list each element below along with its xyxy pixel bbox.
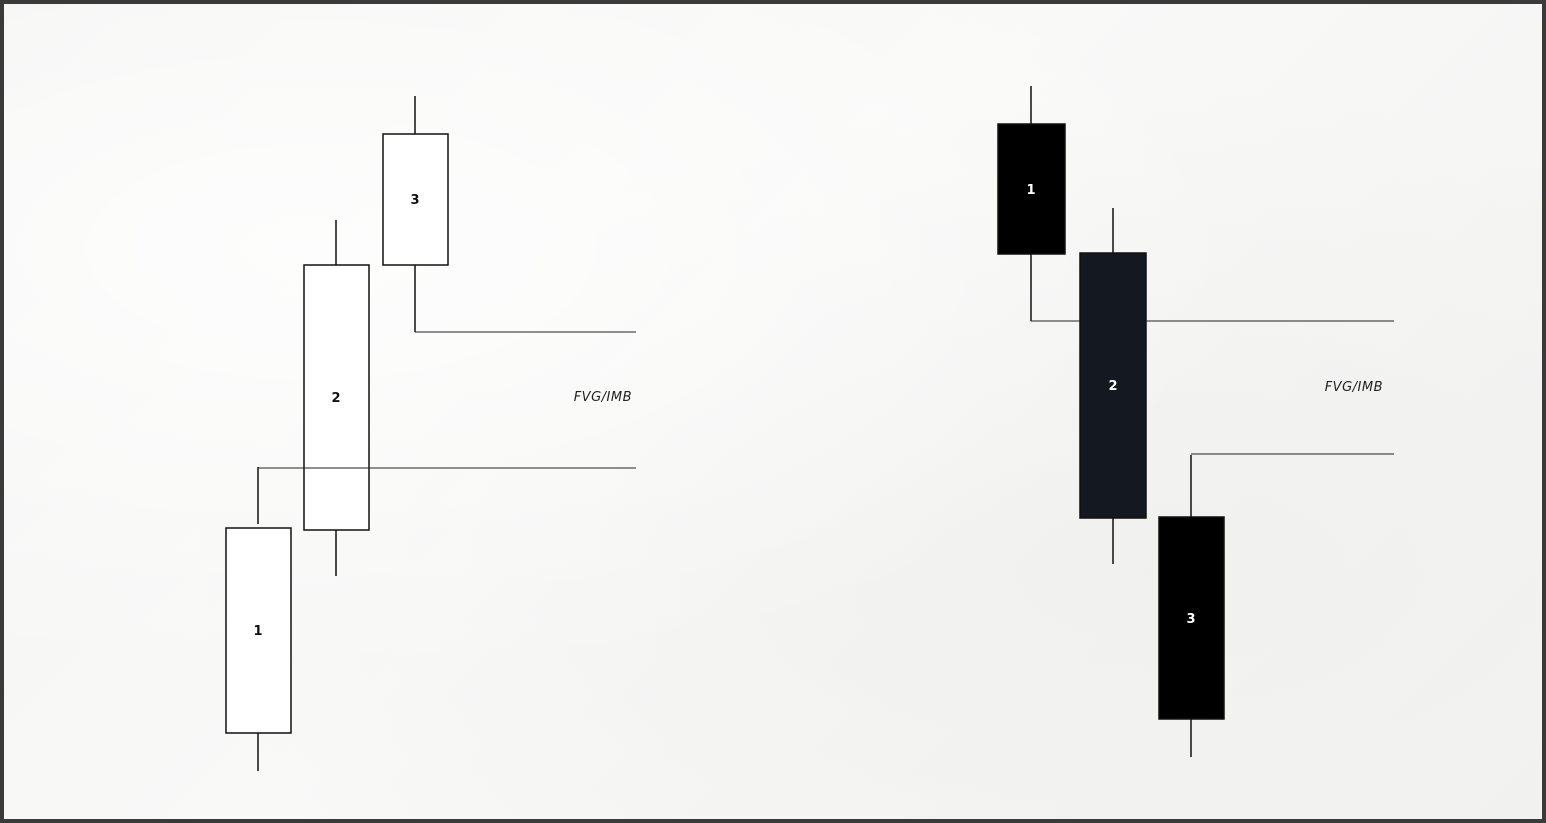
bearish-candle-2-body: [1079, 252, 1147, 519]
fvg-diagram: 1 2 3 FVG/IMB: [225, 86, 1394, 771]
bullish-gap-label: FVG/IMB: [574, 390, 632, 405]
bearish-candle-2-label: 2: [1108, 379, 1117, 394]
bullish-candle-2-body: [303, 264, 370, 531]
bearish-candle-3-label: 3: [1186, 612, 1195, 627]
bullish-fvg-group: 1 2 3 FVG/IMB: [225, 96, 636, 771]
bearish-candle-1: 1: [997, 86, 1066, 321]
bearish-candle-3: 3: [1158, 455, 1225, 757]
bearish-candle-2: 2: [1079, 208, 1147, 564]
diagram-canvas: 1 2 3 FVG/IMB: [4, 4, 1542, 819]
bearish-candle-3-body: [1158, 516, 1225, 720]
bullish-candle-1-label: 1: [253, 624, 262, 639]
bullish-candle-3: 3: [382, 96, 449, 332]
bearish-fvg-group: 1 2 3 FVG/IMB: [997, 86, 1394, 757]
bullish-candle-2-label: 2: [331, 391, 340, 406]
bullish-candle-3-body: [382, 133, 449, 266]
bullish-candle-1: 1: [225, 467, 292, 771]
bearish-candle-1-label: 1: [1026, 183, 1035, 198]
bearish-gap-label: FVG/IMB: [1325, 380, 1383, 395]
bullish-candle-2: 2: [303, 220, 370, 576]
bullish-candle-1-body: [225, 527, 292, 734]
bullish-candle-3-label: 3: [410, 193, 419, 208]
bearish-candle-1-body: [997, 123, 1066, 255]
